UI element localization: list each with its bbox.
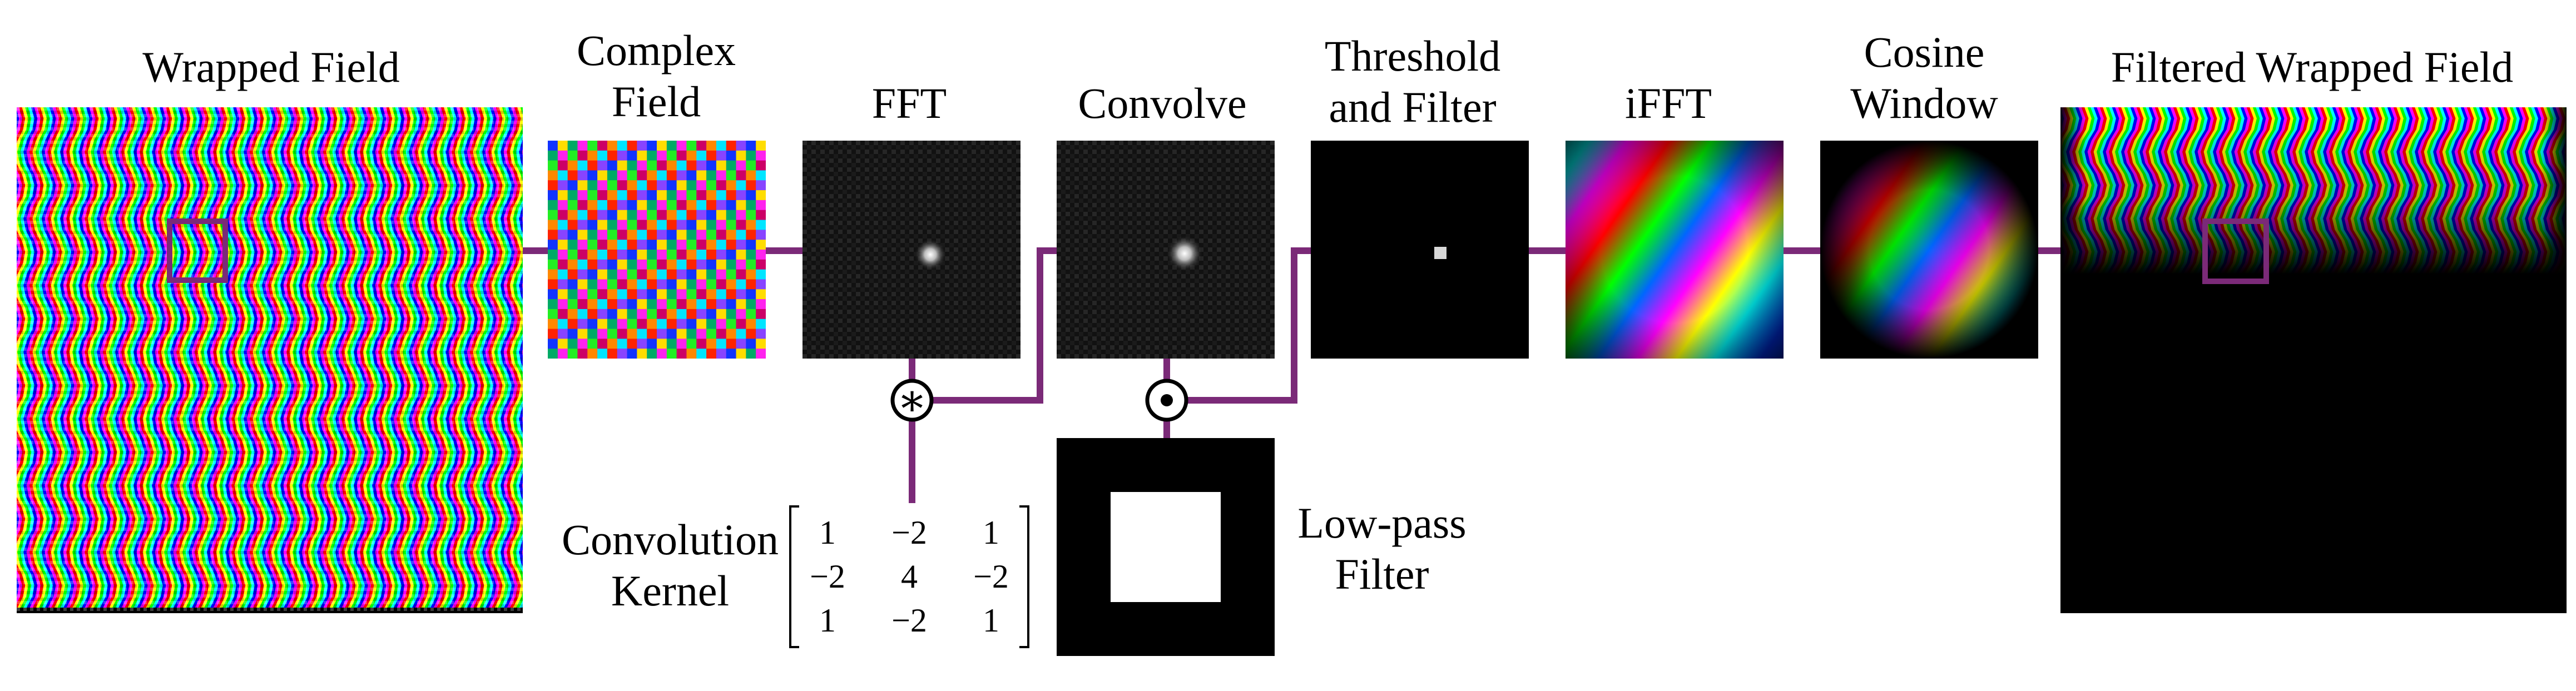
connector-multiply-op-to-threshold: [1186, 247, 1311, 404]
title-cosine-line1: Cosine: [1864, 28, 1985, 76]
lowpass-window: [1111, 492, 1221, 602]
kernel-cell-2-1: −2: [891, 602, 927, 639]
panel-convolve: [1057, 141, 1275, 359]
kernel-label-line1: Convolution: [561, 515, 779, 564]
panel-cosine-window: [1820, 141, 2038, 359]
kernel-label: Convolution Kernel: [553, 514, 787, 617]
kernel-cell-1-1: 4: [901, 558, 918, 595]
title-complex-field-line2: Field: [611, 77, 701, 126]
title-threshold-filter: Threshold and Filter: [1296, 31, 1529, 133]
lowpass-label-line2: Filter: [1335, 550, 1429, 598]
kernel-cell-2-2: 1: [983, 602, 999, 639]
kernel-cell-0-0: 1: [819, 514, 836, 551]
title-ifft: iFFT: [1624, 79, 1712, 127]
title-convolve: Convolve: [1078, 79, 1247, 127]
lowpass-label: Low-pass Filter: [1290, 498, 1474, 600]
multiply-operator-dot: [1161, 394, 1173, 406]
kernel-cell-2-0: 1: [819, 602, 836, 639]
kernel-cell-0-2: 1: [983, 514, 999, 551]
title-filtered-wrapped-field: Filtered Wrapped Field: [2111, 43, 2514, 91]
kernel-label-line2: Kernel: [611, 566, 730, 615]
kernel-matrix: 1 −2 1 −2 4 −2 1 −2 1: [787, 503, 1032, 650]
title-complex-field-line1: Complex: [577, 26, 736, 74]
connector-convolve-op-to-convolve: [932, 247, 1057, 404]
panel-ifft: [1566, 141, 1784, 359]
panel-filtered-wrapped-field: [2060, 107, 2567, 613]
panel-lowpass-filter: [1057, 438, 1275, 656]
title-cosine-line2: Window: [1850, 79, 1998, 127]
title-fft: FFT: [871, 79, 947, 127]
panel-complex-field: [548, 141, 766, 359]
kernel-cell-1-0: −2: [810, 558, 845, 595]
kernel-cell-0-1: −2: [891, 514, 927, 551]
title-cosine-window: Cosine Window: [1816, 27, 2033, 129]
kernel-cell-1-2: −2: [973, 558, 1009, 595]
panel-threshold-filter: [1311, 141, 1529, 359]
title-threshold-line1: Threshold: [1324, 32, 1501, 80]
highlight-square-right: [2202, 218, 2269, 284]
panel-fft: [802, 141, 1021, 359]
title-complex-field: Complex Field: [545, 25, 767, 127]
highlight-square-left: [167, 218, 228, 283]
convolve-operator: [890, 379, 934, 422]
title-wrapped-field: Wrapped Field: [142, 43, 400, 91]
title-threshold-line2: and Filter: [1329, 83, 1497, 131]
convolve-operator-symbol: ∗: [897, 376, 927, 425]
matrix-brackets: [789, 505, 1029, 648]
lowpass-label-line1: Low-pass: [1297, 499, 1467, 547]
panel-wrapped-field: [17, 107, 523, 613]
